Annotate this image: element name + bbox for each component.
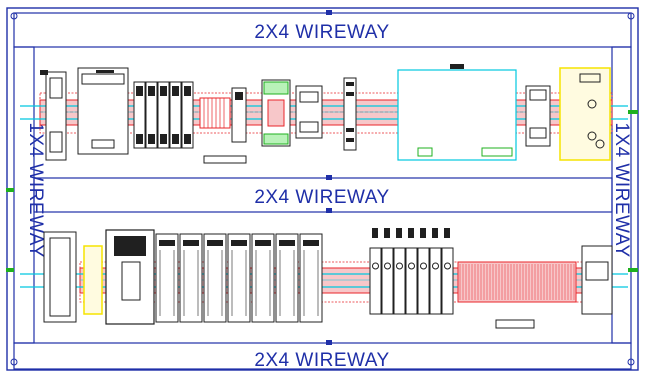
middle-wireway-label: 2X4 WIREWAY xyxy=(254,187,389,208)
power-supply xyxy=(77,67,129,155)
right-wireway: 1X4 WIREWAY xyxy=(611,46,632,344)
contactor xyxy=(295,85,323,139)
top-wireway: 2X4 WIREWAY xyxy=(13,10,632,48)
top-wireway-label: 2X4 WIREWAY xyxy=(254,22,389,43)
fuse-holder xyxy=(83,245,103,315)
left-wireway: 1X4 WIREWAY xyxy=(13,46,46,344)
terminal-bar xyxy=(457,261,577,329)
disconnect-switch xyxy=(40,70,67,161)
left-wireway-label: 1X4 WIREWAY xyxy=(25,122,46,257)
terminal-blocks-upper xyxy=(199,87,247,164)
io-card xyxy=(251,233,275,323)
drive-unit xyxy=(397,64,517,161)
safety-relay xyxy=(559,67,611,161)
circuit-breakers-upper xyxy=(133,81,194,149)
right-wireway-label: 1X4 WIREWAY xyxy=(611,122,632,257)
breaker xyxy=(441,228,454,315)
relay-module xyxy=(261,79,291,147)
terminal-strip xyxy=(343,77,357,151)
bottom-wireway: 2X4 WIREWAY xyxy=(13,340,632,371)
signal-converter xyxy=(525,85,551,147)
bottom-wireway-label: 2X4 WIREWAY xyxy=(254,350,389,371)
plc-rack xyxy=(105,229,323,325)
breaker xyxy=(405,228,418,315)
io-card xyxy=(155,233,179,323)
breaker xyxy=(417,228,430,315)
ground-marks xyxy=(6,110,638,272)
breaker xyxy=(381,228,394,315)
power-distribution-block xyxy=(43,231,77,323)
breaker xyxy=(145,81,158,149)
breaker xyxy=(133,81,146,149)
io-card xyxy=(179,233,203,323)
breaker xyxy=(157,81,170,149)
io-card xyxy=(299,233,323,323)
io-card xyxy=(227,233,251,323)
io-card xyxy=(203,233,227,323)
circuit-breakers-lower xyxy=(369,228,454,315)
io-card xyxy=(275,233,299,323)
output-module xyxy=(581,245,613,315)
breaker xyxy=(169,81,182,149)
breaker xyxy=(429,228,442,315)
middle-wireway: 2X4 WIREWAY xyxy=(33,175,613,213)
breaker xyxy=(369,228,382,315)
breaker xyxy=(181,81,194,149)
breaker xyxy=(393,228,406,315)
